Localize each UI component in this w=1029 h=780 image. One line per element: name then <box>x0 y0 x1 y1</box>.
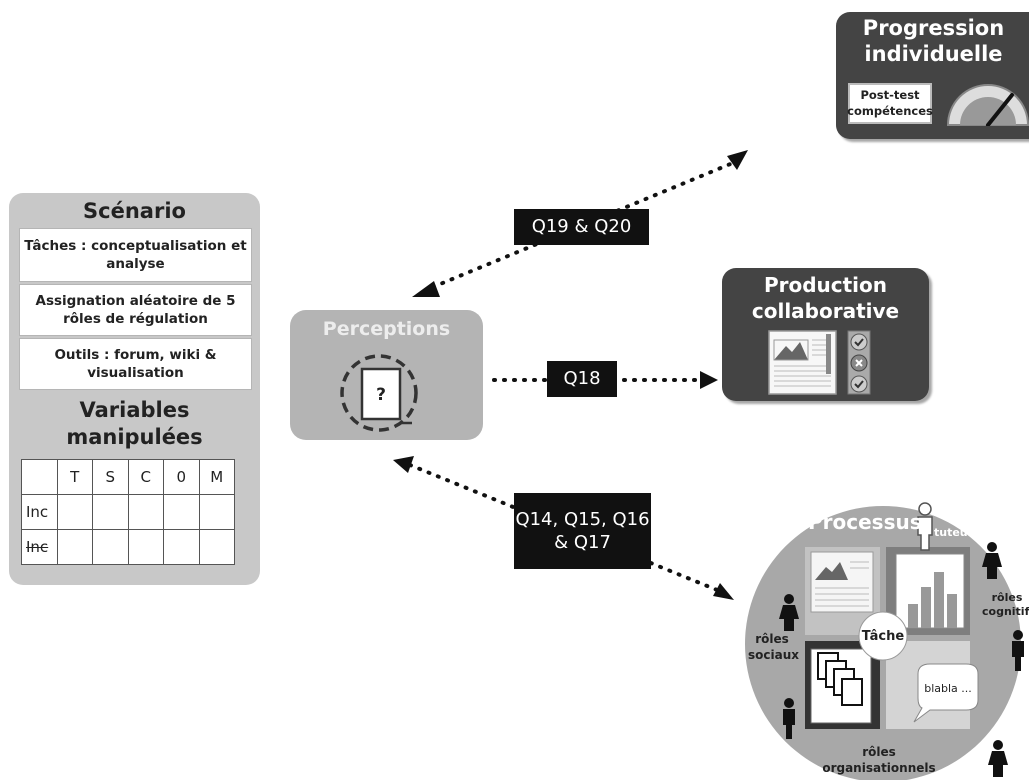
table-row: Inc <box>21 529 235 565</box>
variables-table: T S C 0 M Inc Inc <box>21 459 235 565</box>
scenario-role-box: Assignation aléatoire de 5 rôles de régu… <box>19 284 252 336</box>
variables-title: Variables manipulées <box>66 398 203 450</box>
tache-label: Tâche <box>862 629 905 644</box>
table-header-cell: M <box>198 459 235 495</box>
table-cell <box>56 494 93 530</box>
scenario-task-box: Tâches : conceptualisation et analyse <box>19 228 252 282</box>
table-header-cell: T <box>56 459 93 495</box>
arrowhead-perceptions-top <box>412 281 440 297</box>
roles-cognitifs-label: rôles cognitifs <box>982 591 1029 619</box>
perceptions-label: Perceptions <box>322 318 451 340</box>
arrowhead-progression <box>727 150 748 170</box>
arrowhead-processus <box>713 583 734 600</box>
roles-organisationnels-label: rôles organisationnels <box>822 745 936 775</box>
processus-diagram: blabla ... Tâche <box>745 502 1024 780</box>
table-row-header: Inc <box>21 529 58 565</box>
gauge-icon <box>946 84 1029 126</box>
table-cell <box>127 494 164 530</box>
table-cell <box>127 529 164 565</box>
arrowhead-production <box>700 371 718 389</box>
table-row-header: Inc <box>21 494 58 530</box>
posttest-label: Post-test compétences <box>847 83 933 124</box>
table-cell <box>92 529 129 565</box>
table-cell <box>163 529 200 565</box>
table-row: Inc <box>21 494 235 530</box>
blabla-text: blabla ... <box>924 682 972 695</box>
scenario-panel: Scénario Tâches : conceptualisation et a… <box>9 193 260 585</box>
tuteur-label: tuteur <box>934 526 974 539</box>
question-mark: ? <box>376 385 386 405</box>
question-label-q19-q20: Q19 & Q20 <box>514 209 649 245</box>
arrowhead-perceptions-bottom <box>393 456 414 473</box>
progression-title: Progression individuelle <box>862 16 1005 67</box>
roles-sociaux-label: rôles sociaux <box>748 632 799 662</box>
tache-circle <box>858 611 908 661</box>
question-label-q18: Q18 <box>547 361 617 397</box>
perceptions-box: Perceptions ? <box>290 310 483 440</box>
production-title: Production collaborative <box>751 273 900 323</box>
processus-title: Processus <box>808 510 922 534</box>
question-label-q14-q17: Q14, Q15, Q16 & Q17 <box>514 493 651 569</box>
person-icons <box>779 542 1024 777</box>
table-cell <box>198 494 235 530</box>
table-cell <box>198 529 235 565</box>
table-cell <box>56 529 93 565</box>
question-document-icon: ? <box>340 354 418 432</box>
table-header-cell: 0 <box>163 459 200 495</box>
tuteur-icon <box>917 502 933 551</box>
scenario-tools-box: Outils : forum, wiki & visualisation <box>19 338 252 390</box>
document-validation-icon <box>768 330 871 395</box>
scenario-title: Scénario <box>83 199 186 223</box>
